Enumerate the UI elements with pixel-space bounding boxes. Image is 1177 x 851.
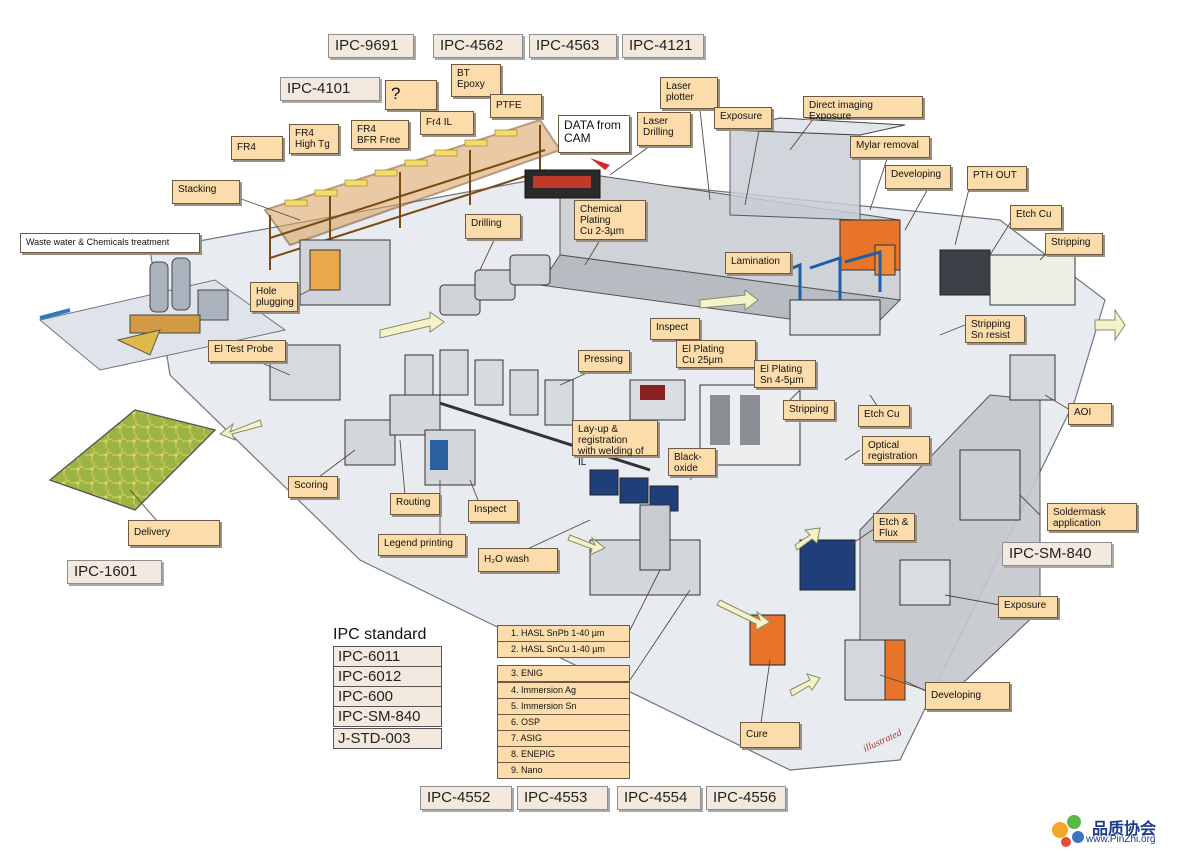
label-stripping-sn: Stripping Sn resist	[965, 315, 1025, 343]
label-exposure-top: Exposure	[714, 107, 772, 129]
label-routing: Routing	[390, 493, 440, 515]
label-el-plating-cu: El Plating Cu 25µm	[676, 340, 756, 368]
ipc-4121: IPC-4121	[622, 34, 704, 58]
finish-item: 2. HASL SnCu 1-40 µm	[497, 641, 630, 658]
label-mylar-removal: Mylar removal	[850, 136, 930, 158]
ipc-4101: IPC-4101	[280, 77, 380, 101]
pinzhi-logo-icon	[1052, 815, 1084, 847]
developing-line	[839, 219, 901, 276]
finish-item: 6. OSP	[497, 714, 630, 731]
label-legend-printing: Legend printing	[378, 534, 466, 556]
label-aoi: AOI	[1068, 403, 1112, 425]
label-exposure-low: Exposure	[998, 596, 1058, 618]
label-laser-plotter: Laser plotter	[660, 77, 718, 109]
label-optical-registration: Optical registration	[862, 436, 930, 464]
scoring-machine	[344, 419, 396, 466]
ipc-standard-title: IPC standard	[333, 626, 427, 643]
ipc-4556: IPC-4556	[706, 786, 786, 810]
label-el-test-probe: El Test Probe	[208, 340, 286, 362]
label-etch-cu-top: Etch Cu	[1010, 205, 1062, 229]
label-layup: Lay-up & registration with welding of IL	[572, 420, 658, 468]
label-fr4: FR4	[231, 136, 283, 160]
ipc-4554: IPC-4554	[617, 786, 701, 810]
label-black-oxide: Black- oxide	[668, 448, 716, 476]
pcb-board	[48, 409, 217, 511]
label-fr4-il: Fr4 IL	[420, 111, 474, 135]
label-hole-plugging: Hole plugging	[250, 282, 298, 312]
label-direct-imaging: Direct imaging Exposure	[803, 96, 923, 122]
finish-item: 5. Immersion Sn	[497, 698, 630, 715]
ipc-9691: IPC-9691	[328, 34, 414, 58]
logo-url: www.PinZhi.org	[1086, 834, 1156, 845]
label-drilling: Drilling	[465, 214, 521, 239]
finish-item: 7. ASIG	[497, 730, 630, 747]
label-cure: Cure	[740, 722, 800, 748]
etch-flux-line	[799, 539, 856, 591]
logo-text: 品质协会	[1092, 819, 1157, 838]
label-lamination: Lamination	[725, 252, 791, 274]
label-etch-cu-mid: Etch Cu	[858, 405, 910, 427]
label-developing-low: Developing	[925, 682, 1010, 710]
stripping-line	[989, 254, 1076, 306]
label-inspect-mid: Inspect	[650, 318, 700, 340]
ipc-4563: IPC-4563	[529, 34, 617, 58]
label-inspect-low: Inspect	[468, 500, 518, 522]
finish-item: 4. Immersion Ag	[497, 682, 630, 699]
ipc-1601: IPC-1601	[67, 560, 162, 584]
ipc-standard-item: IPC-600	[333, 686, 442, 707]
material-racks	[263, 118, 562, 270]
ipc-standard-item: IPC-6011	[333, 646, 442, 667]
label-pth-out: PTH OUT	[967, 166, 1027, 190]
ipc-standard-item: IPC-6012	[333, 666, 442, 687]
waste-tanks	[129, 257, 229, 334]
label-ptfe: PTFE	[490, 94, 542, 118]
ipc-standard-item: J-STD-003	[333, 728, 442, 749]
ipc-4562: IPC-4562	[433, 34, 523, 58]
ipc-4553: IPC-4553	[517, 786, 608, 810]
label-el-plating-sn: El Plating Sn 4-5µm	[754, 360, 816, 388]
ipc-sm-840-right: IPC-SM-840	[1002, 542, 1112, 566]
press-machines	[404, 349, 574, 426]
label-developing-top: Developing	[885, 165, 951, 189]
label-waste-water: Waste water & Chemicals treatment	[20, 233, 200, 253]
label-h2o-wash: H₂O wash	[478, 548, 558, 572]
label-scoring: Scoring	[288, 476, 338, 498]
label-data-from-cam: DATA from CAM	[558, 115, 630, 153]
panel-stacks	[284, 129, 518, 207]
label-stripping-top: Stripping	[1045, 233, 1103, 255]
label-pressing: Pressing	[578, 350, 630, 372]
label-laser-drilling: Laser Drilling	[637, 112, 691, 146]
flow-arrows	[218, 288, 1126, 697]
label-bt-epoxy: BT Epoxy	[451, 64, 501, 97]
label-fr4-high-tg: FR4 High Tg	[289, 124, 339, 154]
ipc-standard-item: IPC-SM-840	[333, 706, 442, 727]
label-stripping-mid: Stripping	[783, 400, 835, 420]
exposure-low-machine	[899, 559, 951, 606]
aoi-machine	[1009, 354, 1056, 401]
label-stacking: Stacking	[172, 180, 240, 204]
label-soldermask: Soldermask application	[1047, 503, 1137, 531]
ipc-4552: IPC-4552	[420, 786, 512, 810]
routing-machine	[389, 394, 441, 436]
label-etch-flux: Etch & Flux	[873, 513, 915, 541]
soldermask-machine	[959, 449, 1021, 521]
finish-item: 9. Nano	[497, 762, 630, 779]
etch-line	[939, 249, 991, 296]
finish-item: 3. ENIG	[497, 665, 630, 682]
label-delivery: Delivery	[128, 520, 220, 546]
finish-item: 1. HASL SnPb 1-40 µm	[497, 625, 630, 642]
label-fr4-bfr-free: FR4 BFR Free	[351, 120, 409, 149]
drilling-machines	[439, 254, 551, 316]
label-chemical-plating: Chemical Plating Cu 2-3µm	[574, 200, 646, 240]
label-question: ?	[385, 80, 437, 110]
finish-item: 8. ENEPIG	[497, 746, 630, 763]
